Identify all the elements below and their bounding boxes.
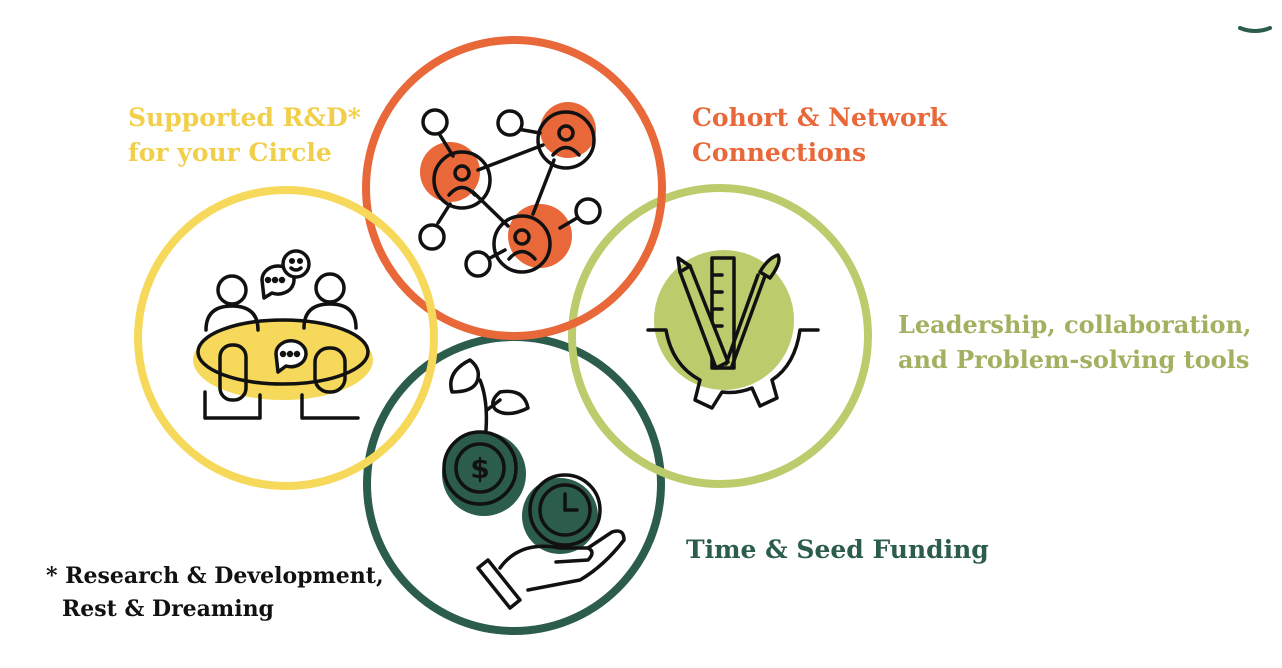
label-leadership: Leadership, collaboration, and Problem-s… — [898, 307, 1251, 377]
circle-rd — [134, 186, 438, 490]
svg-text:$: $ — [470, 452, 489, 485]
label-leadership-line1: Leadership, collaboration, — [898, 310, 1252, 339]
label-funding: Time & Seed Funding — [686, 532, 989, 567]
footnote: * Research & Development, Rest & Dreamin… — [46, 560, 384, 626]
label-cohort: Cohort & Network Connections — [692, 100, 947, 170]
label-rd-line1: Supported R&D* — [128, 103, 361, 132]
gear-tools-icon — [646, 250, 820, 410]
label-leadership-line2: and Problem-solving tools — [898, 345, 1250, 374]
money-time-hand-icon: $ — [442, 358, 626, 610]
meeting-table-icon — [193, 249, 373, 420]
label-cohort-line1: Cohort & Network — [692, 103, 948, 132]
circle-cohort — [362, 36, 666, 340]
circle-leadership — [568, 184, 872, 488]
corner-arc — [1238, 26, 1272, 33]
label-cohort-line2: Connections — [692, 138, 867, 167]
network-people-icon — [418, 102, 602, 278]
label-funding-line1: Time & Seed Funding — [686, 535, 989, 564]
footnote-line1: * Research & Development, — [46, 563, 384, 589]
label-rd-line2: for your Circle — [128, 138, 332, 167]
label-rd: Supported R&D* for your Circle — [128, 100, 361, 170]
footnote-line2: Rest & Dreaming — [62, 596, 274, 622]
